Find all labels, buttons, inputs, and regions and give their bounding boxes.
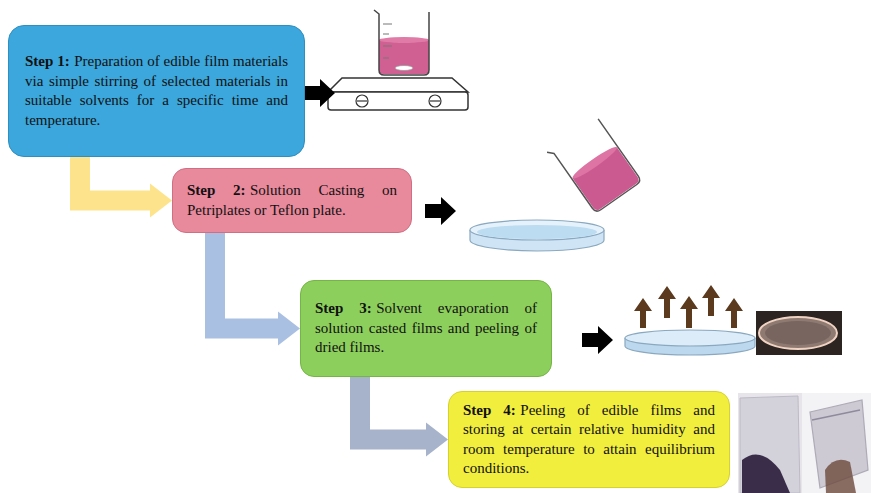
- beaker-ticks: [383, 24, 392, 58]
- film-inner: [765, 321, 831, 345]
- block-arrow: [303, 79, 335, 107]
- vapour-arrow: [634, 298, 652, 328]
- step-connector: [215, 233, 300, 346]
- dish-top: [625, 330, 755, 346]
- knob-mark: [430, 100, 440, 101]
- step-paragraph: Step 2:Solution Casting on Petriplates o…: [187, 181, 397, 220]
- vapour-arrow: [702, 285, 720, 316]
- step-connector: [80, 157, 172, 218]
- connector-line: [360, 377, 426, 440]
- photo-ground: [756, 311, 842, 355]
- petri-dish: [470, 220, 604, 251]
- arrow-head: [278, 312, 300, 346]
- hotplate-front: [328, 92, 468, 110]
- stir-bar: [395, 66, 413, 71]
- cast-solution: [477, 225, 597, 239]
- connector-line: [215, 233, 278, 329]
- vapour-arrow: [658, 286, 676, 318]
- peeled-film: [740, 396, 800, 493]
- bag-seal: [812, 410, 860, 420]
- hand: [825, 460, 856, 493]
- beaker: [547, 117, 642, 216]
- block-arrow: [425, 197, 456, 225]
- liquid-surface: [570, 144, 619, 182]
- step-paragraph: Step 4:Peeling of edible films and stori…: [463, 401, 715, 479]
- step-connector: [360, 377, 448, 457]
- stored-film-photo: [738, 393, 871, 493]
- vapour-arrows: [634, 285, 743, 328]
- step-paragraph: Step 1:Preparation of edible film materi…: [25, 52, 288, 130]
- knob: [429, 95, 441, 107]
- step-heading: Step 4:: [463, 402, 516, 418]
- step-paragraph: Step 3:Solvent evaporation of solution c…: [315, 299, 537, 358]
- dish-top: [470, 220, 604, 240]
- step-box: Step 2:Solution Casting on Petriplates o…: [172, 168, 412, 233]
- photo-ground: [738, 393, 871, 493]
- magnetic-stirrer: [328, 10, 468, 110]
- vapour-arrow: [725, 298, 743, 328]
- dried-film-photo: [756, 311, 842, 355]
- beaker-liquid: [379, 40, 429, 74]
- gloved-hand: [742, 454, 790, 493]
- step-heading: Step 2:: [187, 182, 246, 198]
- pouring-beaker: [547, 117, 642, 216]
- block-arrow: [582, 326, 613, 354]
- arrow-head: [426, 423, 448, 457]
- liquid-surface: [379, 37, 429, 43]
- dried-film: [759, 317, 837, 349]
- knob: [356, 95, 368, 107]
- vapour-arrow: [680, 296, 698, 328]
- step-heading: Step 3:: [315, 300, 372, 316]
- hotplate-top: [328, 78, 468, 92]
- connector-line: [80, 157, 150, 201]
- arrow-head: [150, 184, 172, 218]
- step-box: Step 3:Solvent evaporation of solution c…: [300, 280, 552, 377]
- step-heading: Step 1:: [25, 53, 70, 69]
- step-box: Step 1:Preparation of edible film materi…: [8, 25, 305, 157]
- beaker: [374, 10, 429, 75]
- knob-mark: [357, 100, 367, 101]
- photo-ground: [802, 393, 871, 493]
- step-box: Step 4:Peeling of edible films and stori…: [448, 391, 730, 488]
- evaporating-dish: [625, 330, 755, 355]
